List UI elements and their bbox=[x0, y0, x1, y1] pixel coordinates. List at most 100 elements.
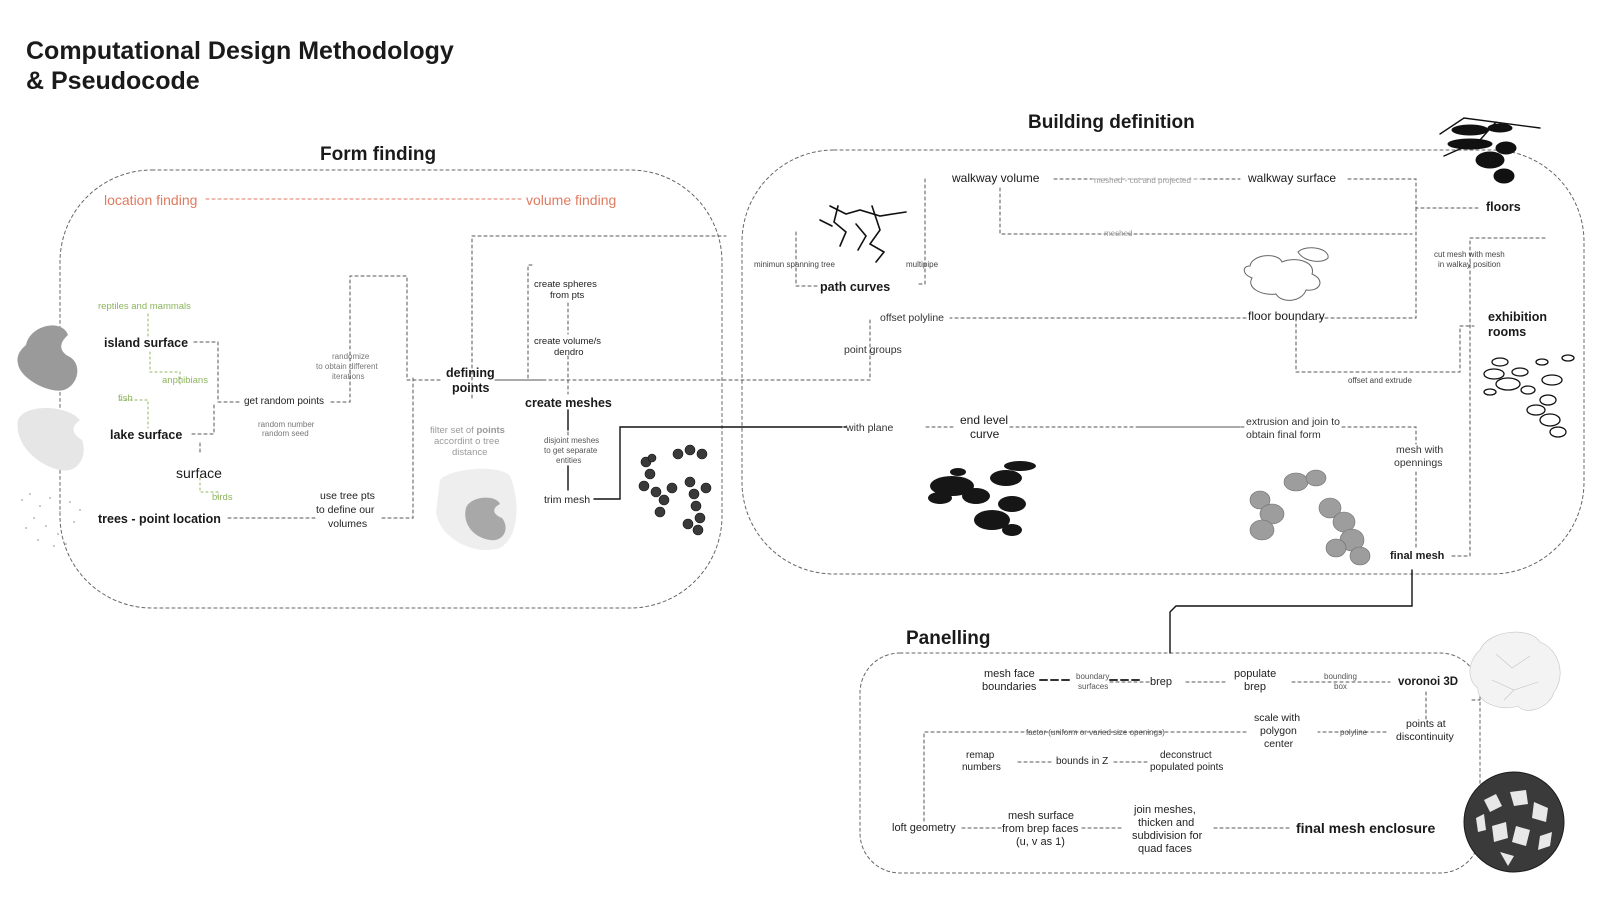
extrusion-note-1: extrusion and join to bbox=[1246, 416, 1340, 428]
multipipe-note: multipipe bbox=[906, 260, 939, 269]
path-curves-sketch bbox=[819, 205, 907, 263]
final-mesh-node: final mesh bbox=[1390, 550, 1445, 562]
filter-note-1-text: filter set of bbox=[430, 425, 474, 436]
join-node-4: quad faces bbox=[1138, 843, 1192, 855]
floors-silhouette bbox=[1439, 117, 1541, 184]
populate-brep-node-2: brep bbox=[1244, 681, 1267, 693]
mesh-openings-2: opennings bbox=[1394, 457, 1443, 469]
floor-boundary-node: floor boundary bbox=[1248, 309, 1325, 323]
bounding-box-note-1: bounding bbox=[1324, 672, 1357, 681]
path-curves-node: path curves bbox=[820, 280, 891, 294]
use-tree-pts-2: to define our bbox=[316, 504, 375, 516]
defining-points-node-2: points bbox=[452, 381, 490, 395]
tree-points-cloud bbox=[21, 493, 81, 547]
boundary-surfaces-note-1: boundary bbox=[1076, 672, 1110, 681]
create-spheres-2: from pts bbox=[550, 290, 585, 301]
filter-note-1: filter set of points bbox=[430, 425, 505, 437]
mesh-face-node-2: boundaries bbox=[982, 681, 1037, 693]
randomize-note-1: randomize bbox=[332, 352, 370, 361]
voronoi-cloud bbox=[1469, 631, 1561, 711]
mesh-surface-node-2: from brep faces bbox=[1002, 823, 1079, 835]
mesh-openings-1: mesh with bbox=[1396, 444, 1444, 456]
join-node-1: join meshes, bbox=[1134, 804, 1196, 816]
create-spheres-1: create spheres bbox=[534, 279, 597, 290]
randomize-note-2: to obtain different bbox=[316, 362, 378, 371]
exhibition-rooms-node-2: rooms bbox=[1488, 325, 1527, 339]
mesh-surface-node-3: (u, v as 1) bbox=[1016, 836, 1065, 848]
disjoint-note-2: to get separate bbox=[544, 446, 598, 455]
filter-note-points: points bbox=[476, 425, 505, 436]
building-definition-frame bbox=[741, 149, 1585, 575]
random-number-note-2: random seed bbox=[262, 429, 309, 438]
loft-geometry-node: loft geometry bbox=[892, 822, 956, 834]
cut-mesh-note-1: cut mesh with mesh bbox=[1434, 250, 1505, 259]
mesh-face-node-1: mesh face bbox=[984, 668, 1035, 680]
get-random-points-node: get random points bbox=[244, 396, 325, 407]
defining-points-node-1: defining bbox=[446, 366, 495, 380]
scale-node-3: center bbox=[1264, 738, 1294, 750]
mesh-surface-node-1: mesh surface bbox=[1008, 810, 1075, 822]
page-title-line2: & Pseudocode bbox=[26, 67, 200, 95]
create-meshes-node: create meshes bbox=[525, 396, 612, 410]
meshed-cut-projected-note: meshed - cut and projected bbox=[1094, 176, 1191, 185]
anphibians-label: anphibians bbox=[162, 375, 208, 386]
cut-mesh-note-2: in walkay position bbox=[1438, 260, 1501, 269]
randomize-note-3: iterations bbox=[332, 372, 365, 381]
trees-point-location-node: trees - point location bbox=[98, 512, 221, 526]
create-volume-1: create volume/s bbox=[534, 336, 602, 347]
voronoi-3d-node: voronoi 3D bbox=[1398, 676, 1459, 688]
offset-polyline-note: offset polyline bbox=[880, 312, 945, 324]
brep-node: brep bbox=[1150, 676, 1173, 688]
volume-finding-label: volume finding bbox=[526, 192, 617, 208]
end-level-blobs bbox=[928, 461, 1036, 536]
surface-node: surface bbox=[176, 465, 222, 481]
join-node-3: subdivision for bbox=[1132, 830, 1203, 842]
remap-node-1: remap bbox=[966, 750, 995, 761]
island-shape bbox=[17, 325, 78, 391]
birds-label: birds bbox=[212, 492, 233, 503]
walkway-surface-node: walkway surface bbox=[1248, 171, 1337, 185]
final-enclosure-sphere bbox=[1463, 771, 1565, 873]
remap-node-2: numbers bbox=[962, 762, 1001, 773]
walkway-volume-node: walkway volume bbox=[952, 171, 1040, 185]
end-level-curve-node-2: curve bbox=[970, 427, 1000, 441]
use-tree-pts-3: volumes bbox=[328, 518, 368, 530]
reptiles-mammals-label: reptiles and mammals bbox=[98, 301, 191, 312]
bounds-in-z-node: bounds in Z bbox=[1056, 756, 1109, 767]
with-plane-note: with plane bbox=[846, 422, 894, 434]
bounding-box-note-2: box bbox=[1334, 682, 1347, 691]
scale-node-1: scale with bbox=[1254, 712, 1301, 724]
extrusion-note-2: obtain final form bbox=[1246, 429, 1321, 441]
fish-label: fish bbox=[118, 393, 133, 404]
polyline-note: polyline bbox=[1340, 728, 1368, 737]
lake-surface-node: lake surface bbox=[110, 428, 183, 442]
populate-brep-node-1: populate bbox=[1234, 668, 1277, 680]
use-tree-pts-1: use tree pts bbox=[320, 490, 375, 502]
disjoint-note-3: entities bbox=[556, 456, 582, 465]
point-groups-note: point groups bbox=[844, 344, 902, 356]
panelling-title: Panelling bbox=[906, 628, 991, 649]
extruded-mass bbox=[1249, 469, 1371, 566]
boundary-surfaces-note-2: surfaces bbox=[1078, 682, 1109, 691]
filter-note-3: distance bbox=[452, 447, 488, 458]
deconstruct-node-2: populated points bbox=[1150, 762, 1224, 773]
factor-note: factor (uniform or varied size openings) bbox=[1026, 728, 1165, 737]
floors-node: floors bbox=[1486, 200, 1521, 214]
points-discontinuity-2: discontinuity bbox=[1396, 731, 1454, 743]
floor-boundary-outline bbox=[1243, 247, 1329, 301]
location-finding-label: location finding bbox=[104, 192, 198, 208]
create-volume-2: dendro bbox=[554, 347, 584, 358]
sphere-cluster bbox=[638, 444, 712, 536]
deconstruct-node-1: deconstruct bbox=[1160, 750, 1212, 761]
meshed-note: meshed bbox=[1104, 229, 1133, 238]
trim-mesh-node: trim mesh bbox=[544, 494, 591, 506]
island-surface-node: island surface bbox=[104, 336, 189, 350]
minimum-spanning-tree-note: minimun spanning tree bbox=[754, 260, 835, 269]
exhibition-rooms-node-1: exhibition bbox=[1488, 310, 1548, 324]
final-mesh-enclosure-node: final mesh enclosure bbox=[1296, 820, 1436, 836]
join-node-2: thicken and bbox=[1138, 817, 1195, 829]
exhibition-rooms-rings bbox=[1483, 354, 1575, 438]
lake-shape bbox=[17, 408, 84, 471]
offset-extrude-note: offset and extrude bbox=[1348, 376, 1412, 385]
